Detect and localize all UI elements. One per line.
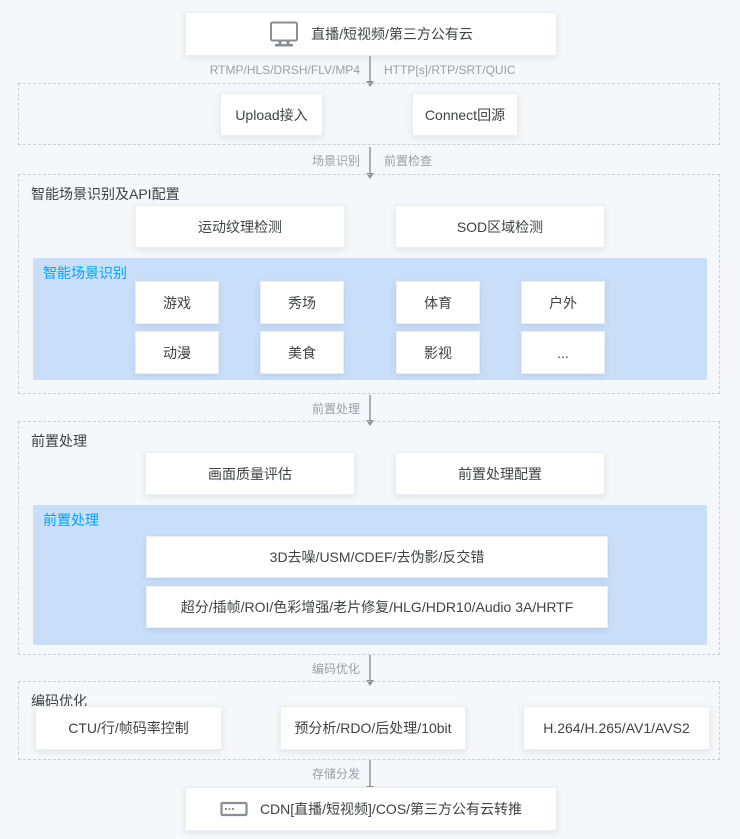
arrow-ingest-right-label: HTTP[s]/RTP/SRT/QUIC	[384, 63, 516, 77]
sink-node-label: CDN[直播/短视频]/COS/第三方公有云转推	[259, 801, 523, 817]
scene-cell-sports-label: 体育	[424, 294, 452, 311]
rate-control-label: CTU/行/帧码率控制	[68, 720, 189, 736]
ingest-section	[18, 83, 720, 145]
sod-region-node: SOD区域检测	[395, 205, 605, 248]
preanalysis-node: 预分析/RDO/后处理/10bit	[280, 706, 466, 750]
denoise-row-label: 3D去噪/USM/CDEF/去伪影/反交错	[269, 549, 485, 565]
arrow-distribute	[366, 760, 374, 792]
sod-region-label: SOD区域检测	[456, 218, 544, 235]
arrow-distribute-label: 存储分发	[311, 767, 360, 781]
scene-cell-more-label: ...	[557, 344, 569, 361]
encode-section-title: 编码优化	[31, 693, 87, 709]
enhance-row: 超分/插帧/ROI/色彩增强/老片修复/HLG/HDR10/Audio 3A/H…	[146, 586, 608, 628]
encode-section: 编码优化	[18, 681, 720, 760]
scene-cell-anime-label: 动漫	[163, 344, 191, 361]
scene-cell-show-label: 秀场	[288, 294, 316, 311]
quality-eval-node: 画面质量评估	[145, 452, 355, 495]
scene-cell-game-label: 游戏	[163, 294, 191, 311]
scene-section-title: 智能场景识别及API配置	[31, 186, 180, 202]
scene-cell-show: 秀场	[260, 281, 344, 324]
motion-texture-node: 运动纹理检测	[135, 205, 345, 248]
storage-icon	[220, 801, 248, 817]
upload-access-node: Upload接入	[220, 93, 323, 136]
rate-control-node: CTU/行/帧码率控制	[35, 706, 222, 750]
source-node-label: 直播/短视频/第三方公有云	[311, 26, 473, 42]
arrow-ingest-left-label: RTMP/HLS/DRSH/FLV/MP4	[209, 63, 360, 77]
preprocess-panel-title: 前置处理	[43, 512, 99, 528]
source-node: 直播/短视频/第三方公有云	[185, 12, 557, 56]
preprocess-config-label: 前置处理配置	[458, 465, 542, 482]
preprocess-section-title: 前置处理	[31, 433, 87, 449]
connect-origin-label: Connect回源	[424, 106, 506, 123]
connect-origin-node: Connect回源	[412, 93, 518, 136]
scene-section: 智能场景识别及API配置	[18, 174, 720, 394]
arrow-scene	[366, 147, 374, 179]
scene-cell-food: 美食	[260, 331, 344, 374]
quality-eval-label: 画面质量评估	[208, 465, 292, 482]
motion-texture-label: 运动纹理检测	[198, 218, 282, 235]
scene-cell-more: ...	[521, 331, 605, 374]
arrow-encode-label: 编码优化	[311, 662, 360, 676]
scene-cell-anime: 动漫	[135, 331, 219, 374]
upload-access-label: Upload接入	[235, 106, 308, 123]
codec-node: H.264/H.265/AV1/AVS2	[523, 706, 710, 750]
arrow-scene-left-label: 场景识别	[311, 154, 360, 168]
arrow-ingest	[366, 56, 374, 87]
scene-panel-title: 智能场景识别	[43, 265, 127, 281]
arrow-preprocess	[366, 395, 374, 426]
scene-cell-film-label: 影视	[424, 344, 452, 361]
scene-cell-film: 影视	[396, 331, 480, 374]
preprocess-section: 前置处理	[18, 421, 720, 655]
enhance-row-label: 超分/插帧/ROI/色彩增强/老片修复/HLG/HDR10/Audio 3A/H…	[180, 599, 574, 615]
denoise-row: 3D去噪/USM/CDEF/去伪影/反交错	[146, 536, 608, 578]
preanalysis-label: 预分析/RDO/后处理/10bit	[294, 720, 452, 736]
scene-cell-food-label: 美食	[288, 344, 316, 361]
preprocess-config-node: 前置处理配置	[395, 452, 605, 495]
scene-cell-game: 游戏	[135, 281, 219, 324]
arrow-scene-right-label: 前置检查	[384, 154, 433, 168]
scene-cell-sports: 体育	[396, 281, 480, 324]
codec-label: H.264/H.265/AV1/AVS2	[543, 720, 690, 736]
monitor-icon	[269, 21, 299, 47]
scene-cell-outdoor-label: 户外	[549, 294, 577, 311]
arrow-encode	[366, 655, 374, 686]
sink-node: CDN[直播/短视频]/COS/第三方公有云转推	[185, 787, 557, 831]
arrow-preprocess-label: 前置处理	[311, 402, 360, 416]
scene-cell-outdoor: 户外	[521, 281, 605, 324]
